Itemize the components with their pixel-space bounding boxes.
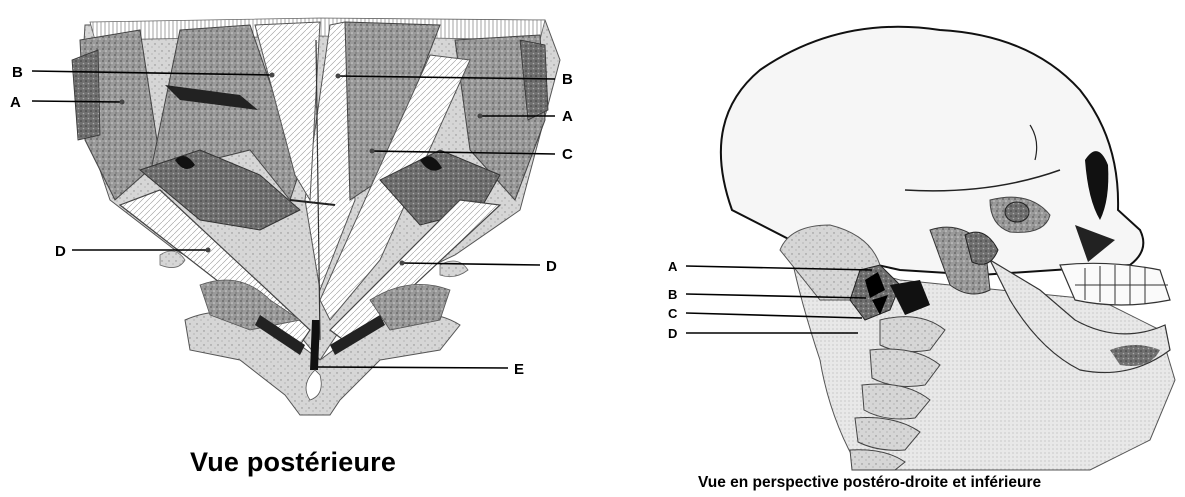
label-b: B bbox=[668, 287, 677, 302]
label-a-left: A bbox=[10, 94, 21, 111]
posterior-view-caption: Vue postérieure bbox=[190, 447, 396, 478]
label-d: D bbox=[668, 326, 677, 341]
label-d-right: D bbox=[546, 258, 557, 275]
perspective-view-caption: Vue en perspective postéro-droite et inf… bbox=[698, 474, 1041, 492]
label-b-right: B bbox=[562, 71, 573, 88]
label-d-left: D bbox=[55, 243, 66, 260]
label-a-right: A bbox=[562, 108, 573, 125]
label-c-right: C bbox=[562, 146, 573, 163]
leader-line-e bbox=[318, 367, 508, 368]
label-c: C bbox=[668, 306, 678, 321]
label-e: E bbox=[514, 361, 524, 378]
perspective-view-figure bbox=[721, 27, 1175, 470]
label-a: A bbox=[668, 259, 678, 274]
label-b-left: B bbox=[12, 64, 23, 81]
leader-line-a-left bbox=[32, 101, 122, 102]
